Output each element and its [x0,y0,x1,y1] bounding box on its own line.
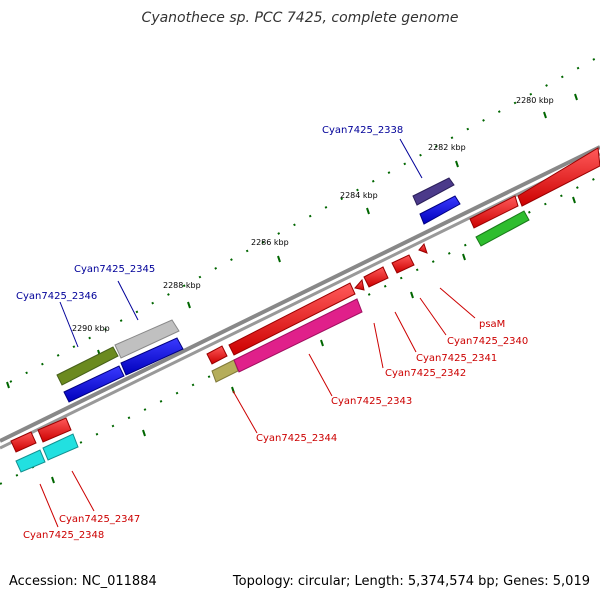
gene-2345-blue [120,337,184,376]
ruler-tick [6,381,10,389]
gene-2347-red [37,417,72,443]
genome-backbone [0,145,600,450]
leader-2338 [399,138,423,179]
label-cyan7425-2341: Cyan7425_2341 [416,353,497,364]
tick-label-2282: 2282 kbp [428,143,466,152]
accession-text: Accession: NC_011884 [9,574,157,589]
label-cyan7425-2346: Cyan7425_2346 [16,291,97,302]
gene-2343-red [228,282,356,356]
ruler-tick [366,207,370,215]
gene-2344-red-small [206,345,228,365]
ruler-tick [572,196,576,204]
gene-2346-blue [63,365,125,403]
leader-2344 [232,390,258,434]
upper-strand-genes [56,147,600,403]
gene-2340-red [391,254,415,274]
gene-2338-dark [412,177,455,206]
tick-label-2288: 2288 kbp [163,281,201,290]
label-cyan7425-2345: Cyan7425_2345 [74,264,155,275]
ruler-tick [320,339,324,347]
label-cyan7425-2342: Cyan7425_2342 [385,368,466,379]
gene-green-right [475,210,530,247]
label-cyan7425-2338: Cyan7425_2338 [322,125,403,136]
leader-2343 [308,353,333,397]
gene-2346-olive [56,346,119,386]
label-cyan7425-2340: Cyan7425_2340 [447,336,528,347]
gene-2343-pink [233,298,363,373]
gene-2342-red [354,278,365,291]
label-cyan7425-2347: Cyan7425_2347 [59,514,140,525]
map-title: Cyanothece sp. PCC 7425, complete genome [141,10,459,26]
lower-strand-genes [10,242,428,473]
leader-2341 [394,311,417,353]
ruler-tick [51,476,55,484]
ruler-tick [277,255,281,263]
gene-2348-red [10,431,37,453]
gene-2341-red [363,266,389,288]
leader-2348 [39,483,59,528]
ruler-ticks [6,93,578,484]
leader-2347 [71,470,95,512]
tick-label-2286: 2286 kbp [251,238,289,247]
ruler-tick [142,429,146,437]
ruler-tick [455,160,459,168]
leader-2340 [419,297,447,336]
label-cyan7425-2344: Cyan7425_2344 [256,433,337,444]
ruler-labels: 2280 kbp 2282 kbp 2284 kbp 2286 kbp 2288… [72,96,554,333]
backbone-line-lower [0,152,600,450]
gene-psaM-red [418,242,428,254]
gene-2345-gray [114,319,180,359]
gene-2344-khaki [211,359,239,383]
tick-label-2284: 2284 kbp [340,191,378,200]
label-cyan7425-2343: Cyan7425_2343 [331,396,412,407]
label-psaM: psaM [479,319,505,330]
gene-red-right-1 [469,195,519,229]
ruler-tick [187,301,191,309]
ruler-tick [543,111,547,119]
genome-summary-text: Topology: circular; Length: 5,374,574 bp… [232,574,590,589]
leader-2345 [117,280,139,321]
tick-label-2280: 2280 kbp [516,96,554,105]
gene-2338-blue [419,195,461,225]
gene-red-right-2 [517,147,600,207]
leader-2342 [373,322,384,369]
gene-2348-cyan [15,449,46,473]
label-leaders [39,138,476,528]
ruler-tick [462,253,466,261]
gene-labels: Cyan7425_2338 Cyan7425_2345 Cyan7425_234… [16,125,528,541]
label-cyan7425-2348: Cyan7425_2348 [23,530,104,541]
backbone-line-upper [0,145,600,443]
tick-label-2290: 2290 kbp [72,324,110,333]
gene-2347-cyan [42,433,79,461]
leader-2346 [59,301,79,348]
ruler-tick [574,93,578,101]
ruler-tick [410,291,414,299]
leader-psaM [439,287,476,319]
